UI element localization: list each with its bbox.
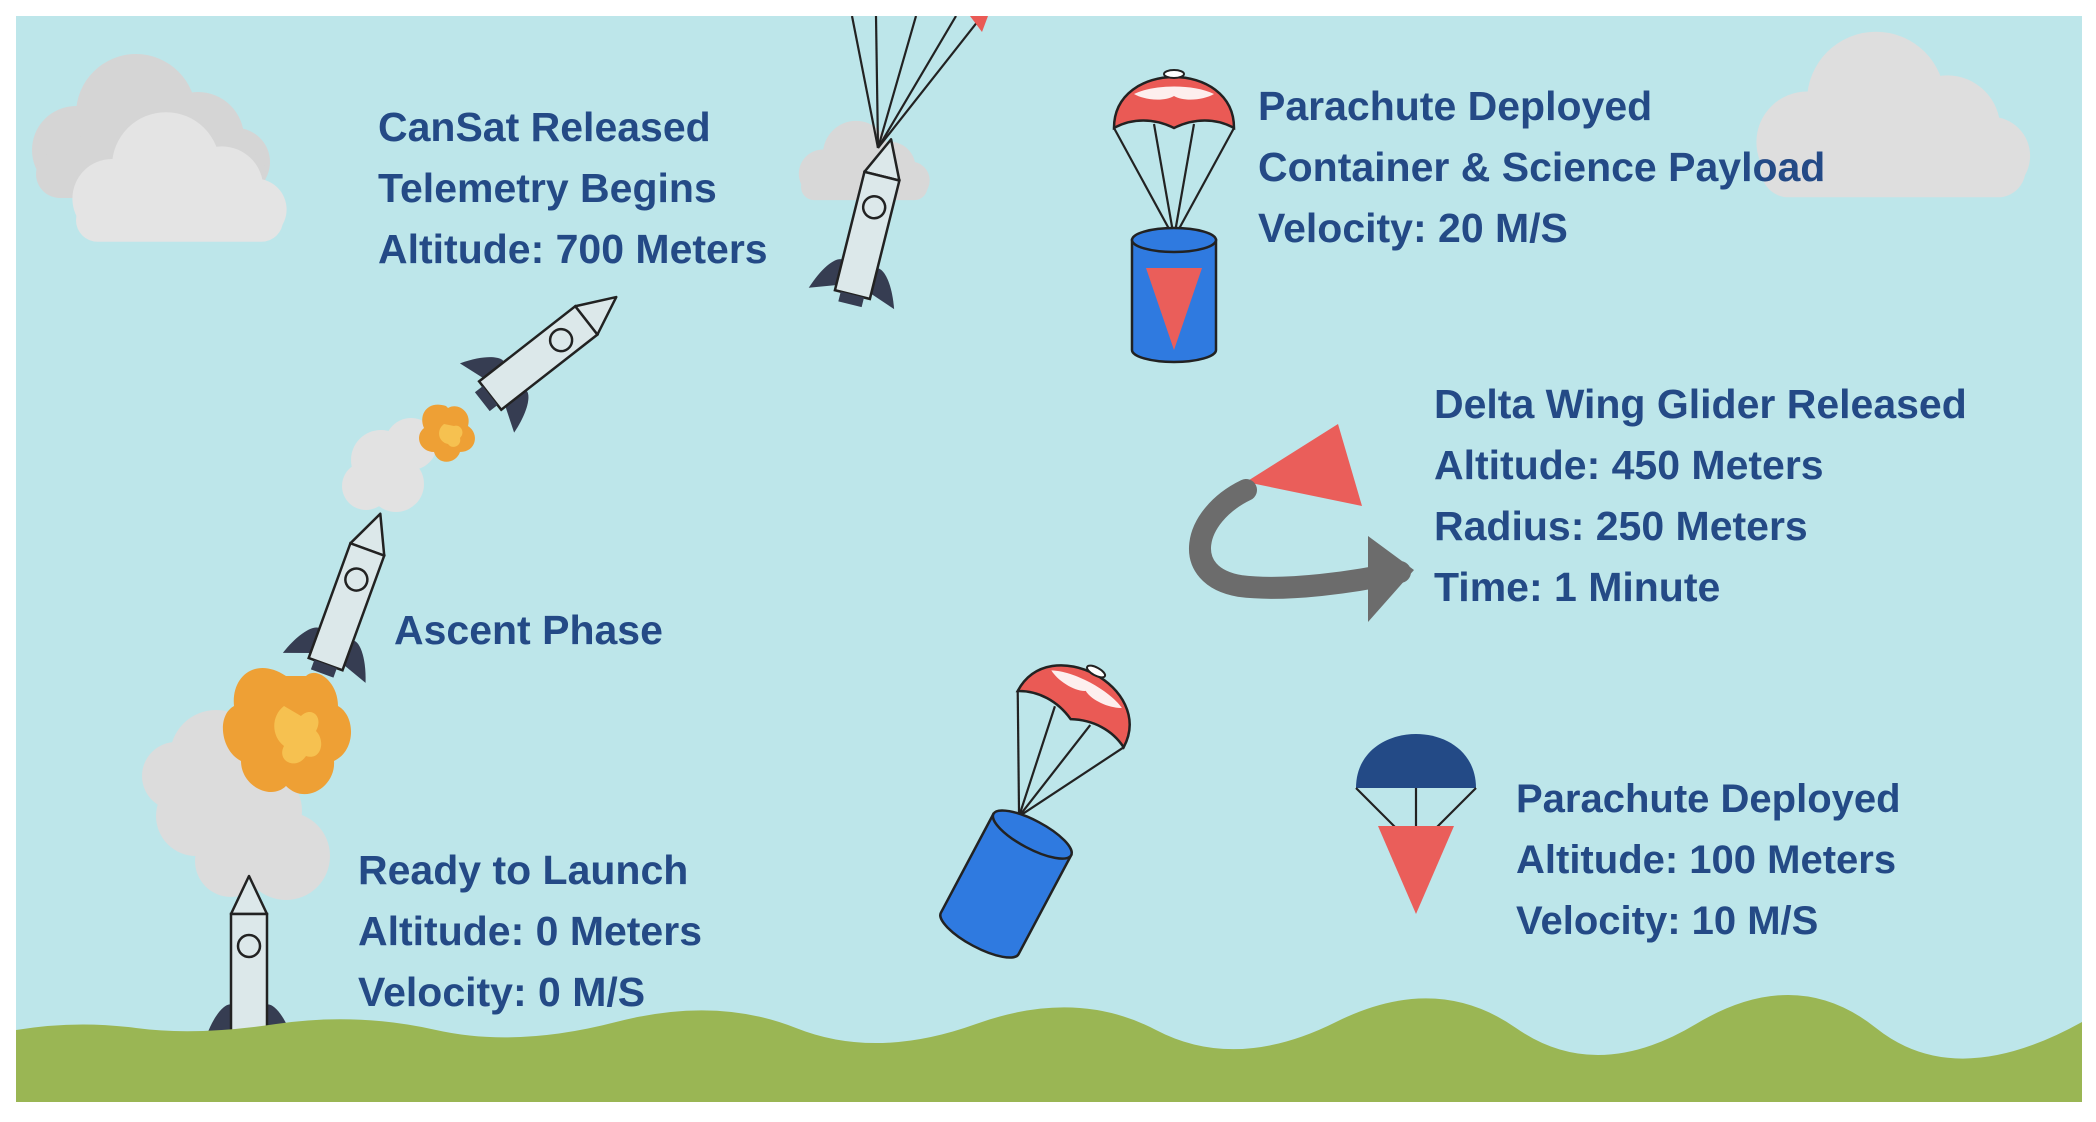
label-container-line-2: Container & Science Payload bbox=[1258, 144, 1826, 190]
circling-arrow-head-icon bbox=[1368, 536, 1414, 622]
label-glider-line-2: Altitude: 450 Meters bbox=[1434, 442, 1824, 488]
release-parachute-lines-icon bbox=[850, 16, 983, 149]
label-ready-line-3: Velocity: 0 M/S bbox=[358, 969, 646, 1015]
label-released-line-3: Altitude: 700 Meters bbox=[378, 226, 768, 272]
label-ascent: Ascent Phase bbox=[394, 600, 663, 661]
label-released: CanSat Released Telemetry Begins Altitud… bbox=[378, 97, 768, 280]
payload-parachute-icon bbox=[1356, 734, 1476, 788]
delta-glider-icon bbox=[1246, 424, 1362, 506]
label-glider-line-3: Radius: 250 Meters bbox=[1434, 503, 1808, 549]
label-payload-line-1: Parachute Deployed bbox=[1516, 777, 1901, 821]
label-ready: Ready to Launch Altitude: 0 Meters Veloc… bbox=[358, 840, 702, 1023]
label-glider-line-4: Time: 1 Minute bbox=[1434, 564, 1721, 610]
label-released-line-2: Telemetry Begins bbox=[378, 165, 717, 211]
label-payload: Parachute Deployed Altitude: 100 Meters … bbox=[1516, 770, 1901, 953]
mission-diagram: CanSat Released Telemetry Begins Altitud… bbox=[16, 16, 2082, 1102]
label-container-line-1: Parachute Deployed bbox=[1258, 83, 1653, 129]
label-ready-line-2: Altitude: 0 Meters bbox=[358, 908, 702, 954]
container-parachute-icon bbox=[1112, 68, 1236, 240]
label-payload-line-2: Altitude: 100 Meters bbox=[1516, 838, 1897, 882]
label-glider: Delta Wing Glider Released Altitude: 450… bbox=[1434, 374, 1967, 618]
rocket-on-pad-icon bbox=[203, 874, 295, 1048]
label-ready-line-1: Ready to Launch bbox=[358, 847, 689, 893]
label-ascent-line-1: Ascent Phase bbox=[394, 607, 663, 653]
ground bbox=[16, 994, 2082, 1102]
label-container: Parachute Deployed Container & Science P… bbox=[1258, 77, 1825, 260]
container-canister-icon bbox=[1130, 226, 1218, 364]
release-parachute-edge-icon bbox=[970, 16, 988, 32]
falling-canister-icon bbox=[939, 809, 1073, 959]
label-glider-line-1: Delta Wing Glider Released bbox=[1434, 381, 1967, 427]
flame-large-icon bbox=[222, 667, 352, 795]
rocket-ascent-high-icon bbox=[453, 261, 645, 438]
flame-small-icon bbox=[419, 404, 475, 462]
payload-glider-icon bbox=[1378, 826, 1454, 914]
label-released-line-1: CanSat Released bbox=[378, 104, 711, 150]
label-container-line-3: Velocity: 20 M/S bbox=[1258, 205, 1568, 251]
label-payload-line-3: Velocity: 10 M/S bbox=[1516, 899, 1819, 943]
circling-arrow-icon bbox=[1189, 479, 1411, 599]
